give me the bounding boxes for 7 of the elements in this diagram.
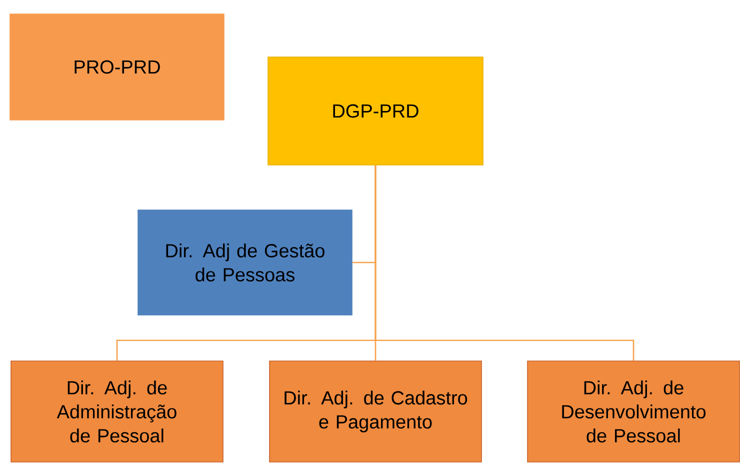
org-box: Dir. Adj. de Cadastro e Pagamento: [269, 360, 482, 462]
org-box: Dir. Adj de Gestão de Pessoas: [138, 210, 352, 316]
org-box: DGP-PRD: [268, 56, 484, 166]
org-box: Dir. Adj. de Administração de Pessoal: [10, 360, 224, 462]
org-box: Dir. Adj. de Desenvolvimento de Pessoal: [527, 360, 740, 462]
connector-line: [374, 165, 634, 361]
title-box: PRO-PRD: [10, 14, 224, 120]
